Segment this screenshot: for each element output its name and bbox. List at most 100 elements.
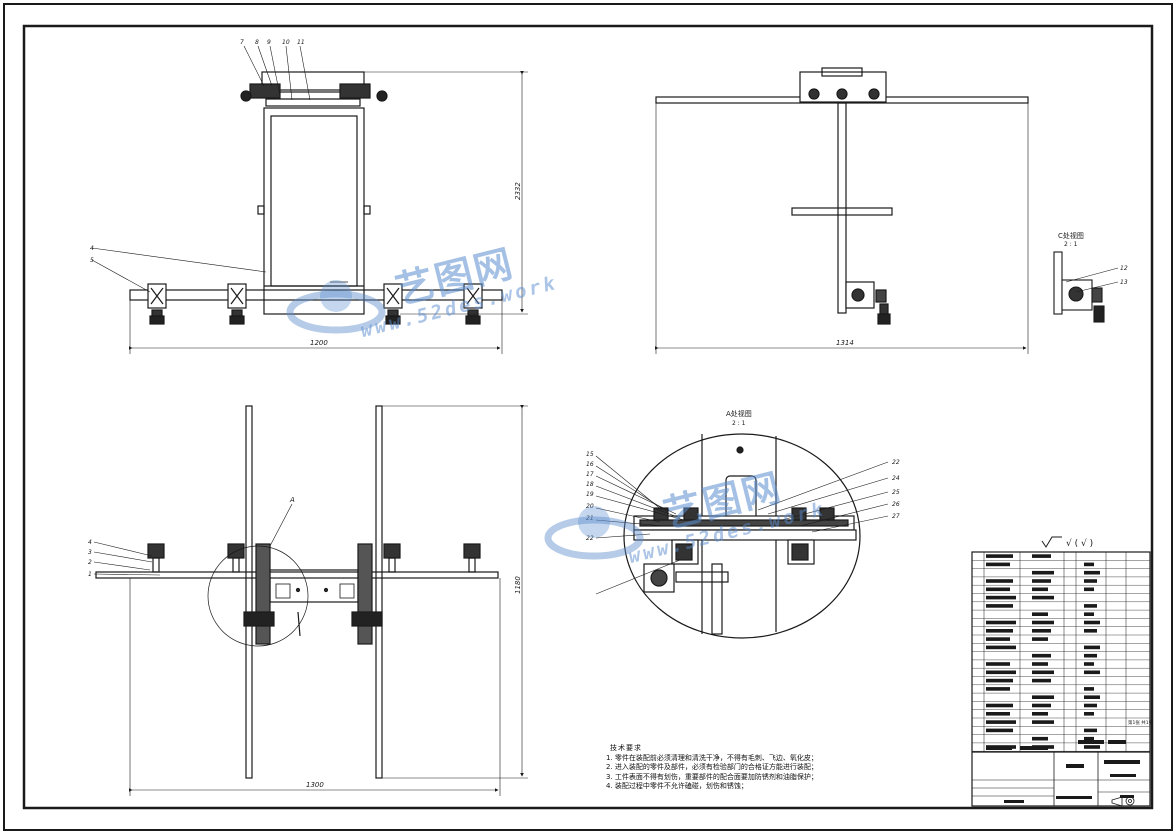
bom-cell-text <box>1084 745 1100 749</box>
bom-cell-text <box>986 604 1013 608</box>
bom-cell-text <box>986 720 1016 724</box>
tech-note-item: 3. 工件表面不得有划伤，重要部件的配合面要加防锈剂和油脂保护； <box>606 772 818 781</box>
tech-note-item: 2. 进入装配的零件及部件，必须有检验部门的合格证方能进行装配； <box>606 763 818 771</box>
bom-cell-text <box>1032 653 1051 658</box>
bom-cell-text <box>1032 620 1054 625</box>
bom-cell-text <box>1032 637 1048 641</box>
bom-cell-text <box>1084 612 1094 616</box>
technical-requirements: 技术要求 1. 零件在装配前必须清理和清洗干净，不得有毛刺、飞边、氧化皮； 2.… <box>606 744 818 792</box>
balloon: 10 <box>282 39 290 46</box>
bom-cell-text <box>1084 579 1097 583</box>
bom-cell-text <box>1084 653 1097 658</box>
section-mark-a: A <box>289 496 295 504</box>
surface-roughness-symbol <box>1041 536 1062 548</box>
front-view-dimensions <box>91 45 528 354</box>
inner-border <box>22 24 1154 810</box>
balloon: 26 <box>892 501 900 508</box>
bom-cell-text <box>1032 678 1051 683</box>
bom-cell-text <box>1084 587 1094 592</box>
plan-view-dimensions <box>93 405 528 796</box>
dim-front-width: 1200 <box>310 339 328 347</box>
title-block-sheet-note: 第1张 共1张 <box>1128 719 1154 726</box>
bom-cell-text <box>986 678 1013 683</box>
bom-cell-text <box>986 587 1010 592</box>
bom-cell-text <box>1032 703 1051 708</box>
tech-notes-title: 技术要求 <box>610 744 642 752</box>
bom-table <box>971 551 1151 807</box>
balloon: 12 <box>1120 265 1128 272</box>
balloon: 19 <box>586 491 594 498</box>
bom-cell-text <box>1084 695 1100 699</box>
detail-a-title: A处视图 <box>726 409 752 418</box>
balloon: 15 <box>586 451 594 458</box>
balloon: 13 <box>1120 279 1128 286</box>
bom-cell-text <box>1084 645 1100 650</box>
bom-cell-text <box>986 645 1016 650</box>
detail-c-title: C处视图 <box>1058 231 1084 240</box>
bom-cell-text <box>986 554 1013 558</box>
bom-cell-text <box>986 728 1013 733</box>
roughness-note: √ ( √ ) <box>1066 538 1093 549</box>
bom-cell-text <box>1032 629 1051 633</box>
detail-a-view <box>623 433 861 639</box>
bom-cell-text <box>986 662 1010 666</box>
bom-cell-text <box>986 595 1016 600</box>
balloon: 27 <box>892 513 900 520</box>
projection-symbol <box>1111 796 1135 807</box>
bom-cell-text <box>1032 695 1054 699</box>
balloon: 16 <box>586 461 594 468</box>
balloon: 7 <box>240 39 244 46</box>
side-view <box>655 67 1029 325</box>
balloon: 20 <box>586 503 594 510</box>
detail-a-scale: 2 : 1 <box>732 420 746 427</box>
bom-cell-text <box>1084 712 1094 716</box>
bom-cell-text <box>986 670 1016 675</box>
bom-cell-text <box>1032 712 1048 716</box>
balloon: 4 <box>90 245 94 252</box>
bom-cell-text <box>1084 562 1094 567</box>
detail-a-balloons: 15 16 17 18 19 20 21 22 22 24 25 26 27 <box>586 451 900 542</box>
bom-cell-text <box>1032 736 1048 741</box>
tech-note-item: 4. 装配过程中零件不允许磕碰，划伤和锈蚀； <box>606 782 748 790</box>
foot-module <box>147 283 167 325</box>
bom-cell-text <box>986 579 1013 583</box>
bom-cell-text <box>1084 687 1094 691</box>
bom-cell-text <box>1084 703 1097 708</box>
bom-cell-text <box>986 687 1010 691</box>
bom-cell-text <box>1032 595 1054 600</box>
balloon: 25 <box>892 489 900 496</box>
balloon: 17 <box>586 471 594 478</box>
detail-c-view <box>1053 251 1119 323</box>
balloon: 22 <box>586 535 594 542</box>
bom-cell-text <box>986 637 1010 641</box>
balloon: 1 <box>88 571 92 578</box>
bom-cell-text <box>986 629 1013 633</box>
bom-cell-text <box>1032 670 1054 675</box>
detail-a-leaders <box>595 455 889 595</box>
balloon: 18 <box>586 481 594 488</box>
bom-cell-text <box>1084 604 1097 608</box>
bom-cell-text <box>1032 612 1048 616</box>
balloon: 5 <box>90 257 94 264</box>
bom-cell-text <box>1084 662 1094 666</box>
bom-cell-text <box>1032 662 1048 666</box>
dim-plan-width: 1300 <box>306 781 324 789</box>
balloon: 4 <box>88 539 92 546</box>
dim-front-height: 2332 <box>514 182 522 200</box>
detail-c-scale: 2 : 1 <box>1064 241 1078 248</box>
balloon: 8 <box>255 39 259 46</box>
bom-cell-text <box>1084 728 1097 733</box>
bom-cell-text <box>986 562 1010 567</box>
bom-cell-text <box>1084 629 1097 633</box>
bom-cell-text <box>1084 570 1100 575</box>
bom-cell-text <box>1032 587 1048 592</box>
balloon: 2 <box>88 559 92 566</box>
front-view <box>129 71 503 325</box>
dim-plan-height: 1180 <box>514 576 522 594</box>
side-view-dimensions <box>655 103 1029 354</box>
balloon: 24 <box>892 475 900 482</box>
bom-cell-text <box>1032 570 1054 575</box>
bom-cell-text <box>1084 620 1100 625</box>
